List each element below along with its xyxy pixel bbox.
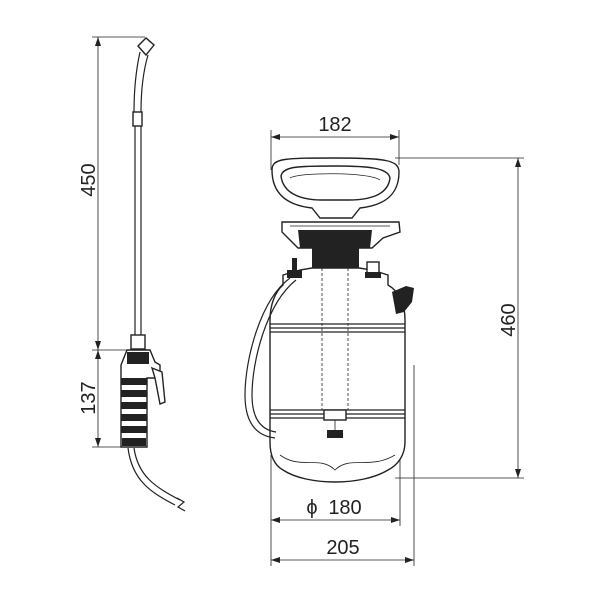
arrow-left-180 [271,517,280,523]
grip-ring-2 [121,390,147,397]
grip-ring-3 [121,402,147,409]
dimension-total-height: 460 [395,157,524,479]
cap-neck [312,248,359,268]
label-handle-width: 182 [318,114,351,136]
label-total-width: 205 [326,537,359,559]
left-fitting-stem [292,258,297,270]
lance-joint [132,111,143,127]
grip-end [122,438,146,446]
hose-cut [176,497,186,512]
diameter-symbol: ϕ [306,497,317,519]
label-diameter: 180 [328,497,361,519]
arrow-left-205 [271,557,280,563]
dimension-total-width: 205 [271,365,415,566]
spray-handle [120,349,166,448]
grip-ring-4 [121,414,147,421]
label-total-height: 460 [498,303,520,336]
lance-bend-right [140,54,149,113]
carry-handle [271,157,400,219]
valve-block [127,352,149,364]
handle-inner-line [289,173,381,181]
arrow-down [95,341,101,350]
arrow-down-460 [515,469,521,478]
hose-handle [127,447,186,512]
fittings [287,258,414,314]
trigger-lever [150,366,166,405]
spray-lance [130,37,155,350]
nozzle-tip [137,37,155,57]
arrow-right-205 [405,557,414,563]
hose-b [133,447,181,501]
hose-a [127,447,176,506]
arrow-right-182 [390,134,399,140]
hose-tank-a [244,277,291,439]
hose-tank [244,277,297,439]
dimension-lance: 450 [78,36,145,351]
arrow-up [95,37,101,46]
cap-band [298,230,372,248]
label-handle-length: 137 [78,381,100,414]
tank [269,267,406,483]
hose-tank-b [251,279,297,433]
left-fitting-base [287,270,302,278]
label-lance-length: 450 [78,163,100,196]
grip-ring-1 [121,378,147,385]
tank-body [269,267,406,483]
base-wave [279,454,396,471]
pump-cap [281,221,401,268]
pump-valve-bottom [327,430,343,438]
arrow-up-460 [515,158,521,167]
arrow-right-180 [391,517,400,523]
pump-valve [323,409,347,421]
dimension-handle: 137 [78,350,125,448]
relief-valve-base [365,272,381,278]
arrow-up-2 [95,350,101,359]
arrow-down-2 [95,438,101,447]
dimension-diameter: ϕ 180 [270,455,401,566]
grip-ring-5 [121,426,147,433]
dimension-handle-width: 182 [270,114,400,170]
lance-bend-left [133,51,141,113]
lance-nut [130,334,146,350]
handle-inner [280,165,391,201]
arrow-left-182 [271,134,280,140]
side-bracket [392,286,414,314]
